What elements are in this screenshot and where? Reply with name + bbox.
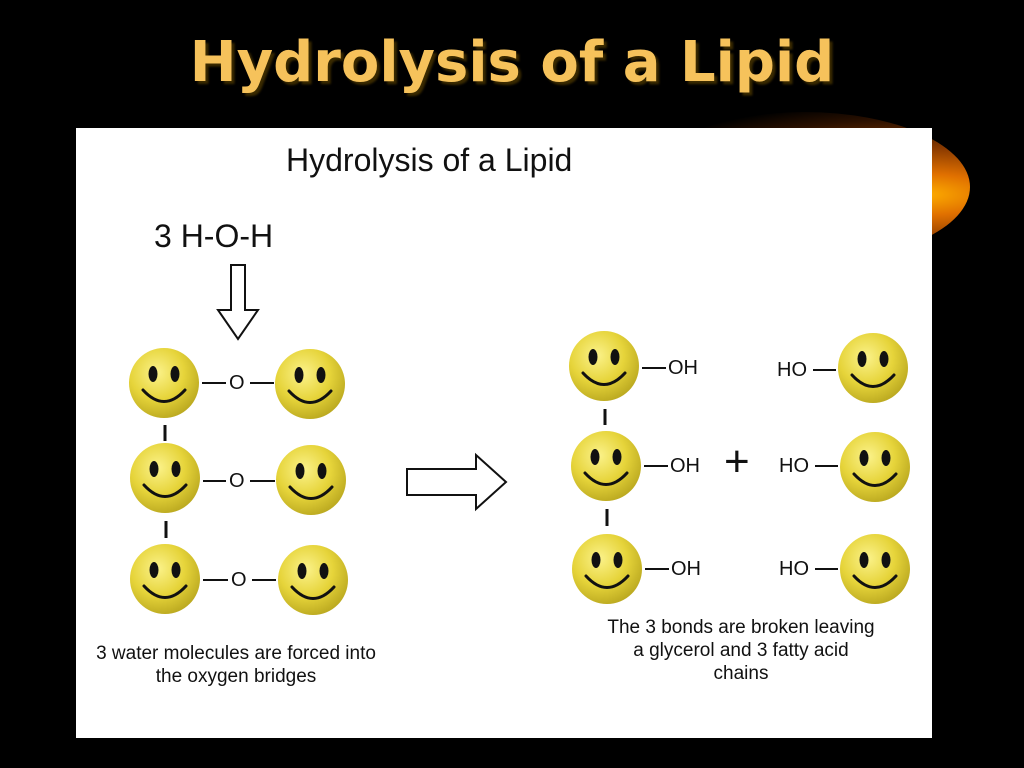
smiley-icon [836,331,910,405]
hydroxyl-label: HO [777,359,807,381]
lipid-molecule-left [127,346,350,617]
smiley-icon [127,346,201,420]
smiley-icon [128,441,202,515]
hydroxyl-label: OH [671,558,701,580]
smiley-icon [567,329,641,403]
hydroxyl-bonds [642,367,838,570]
plus-sign: + [724,437,750,486]
oxygen-label: O [229,372,245,394]
smiley-icon [838,430,912,504]
products-right [567,329,912,606]
smiley-icon [128,542,202,616]
hydroxyl-label: OH [668,357,698,379]
water-label: 3 H-O-H [154,218,274,254]
diagram-title: Hydrolysis of a Lipid [286,142,573,178]
smiley-icon [276,543,350,617]
smiley-icon [838,532,912,606]
diagram-panel: Hydrolysis of a Lipid 3 H-O-H O O O OH O… [76,128,932,738]
right-arrow-icon [406,452,508,512]
smiley-icon [274,443,348,517]
glycerol-bonds [603,409,609,526]
smiley-icon [273,347,347,421]
smiley-icon [569,429,643,503]
caption-left: 3 water molecules are forced into the ox… [96,643,376,687]
caption-right: The 3 bonds are broken leaving a glycero… [607,617,875,684]
diagram-drawing [127,264,912,617]
oxygen-label: O [231,569,247,591]
down-arrow-icon [216,264,260,341]
slide-title: Hydrolysis of a Lipid [189,30,835,95]
hydroxyl-label: OH [670,455,700,477]
oxygen-bonds [202,382,276,581]
hydroxyl-label: HO [779,455,809,477]
glycerol-bonds [163,425,168,538]
smiley-icon [570,532,644,606]
hydroxyl-label: HO [779,558,809,580]
oxygen-label: O [229,470,245,492]
